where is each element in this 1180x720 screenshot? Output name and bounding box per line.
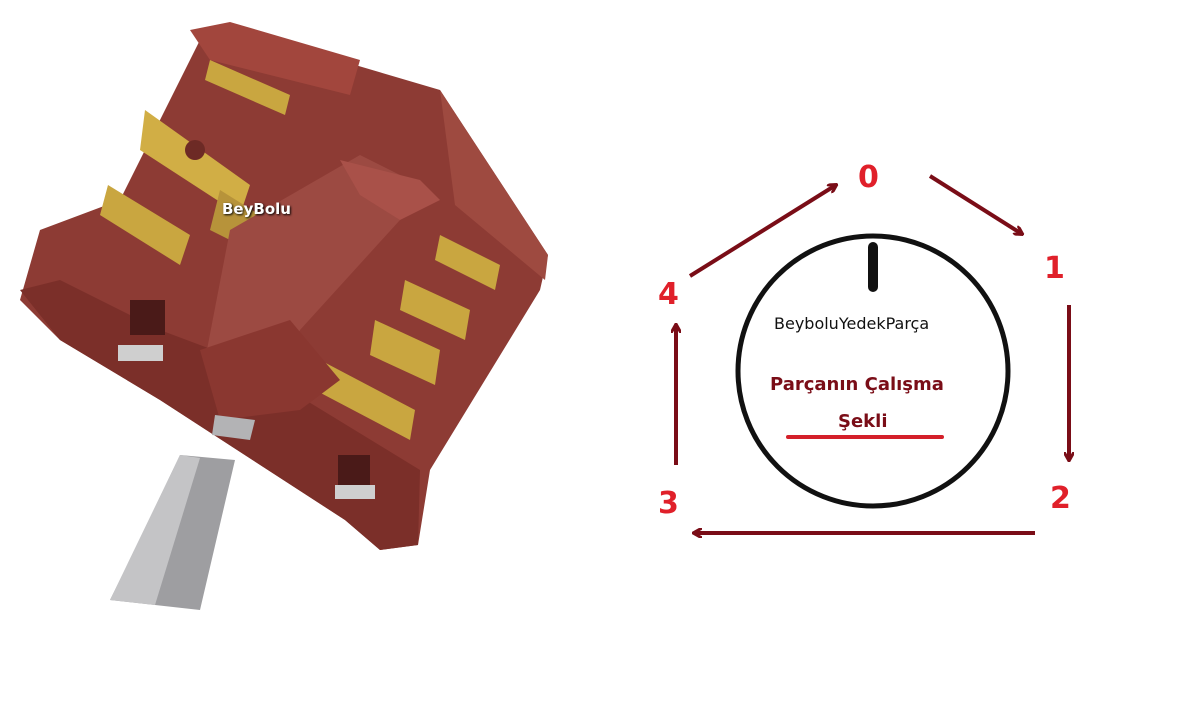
diagram-title-line1: Parçanın Çalışma (770, 374, 944, 395)
product-photo: BeyBolu (20, 22, 548, 610)
position-label-4: 4 (658, 277, 679, 312)
diagram-title-line2: Şekli (838, 411, 888, 432)
diagram-shapes (600, 174, 1180, 716)
dial-circle (735, 233, 1011, 509)
switch-position-diagram (600, 0, 1180, 716)
arrow-0-to-1 (928, 174, 1022, 234)
position-label-3: 3 (658, 486, 679, 521)
rotary-switch-image (20, 22, 548, 610)
position-label-0: 0 (858, 160, 879, 195)
photo-watermark: BeyBolu (222, 200, 291, 218)
arrow-4-to-0 (688, 185, 836, 278)
brand-text: BeyboluYedekParça (774, 314, 930, 333)
position-label-2: 2 (1050, 481, 1071, 516)
position-label-1: 1 (1044, 251, 1065, 286)
dial-pointer (868, 242, 878, 292)
